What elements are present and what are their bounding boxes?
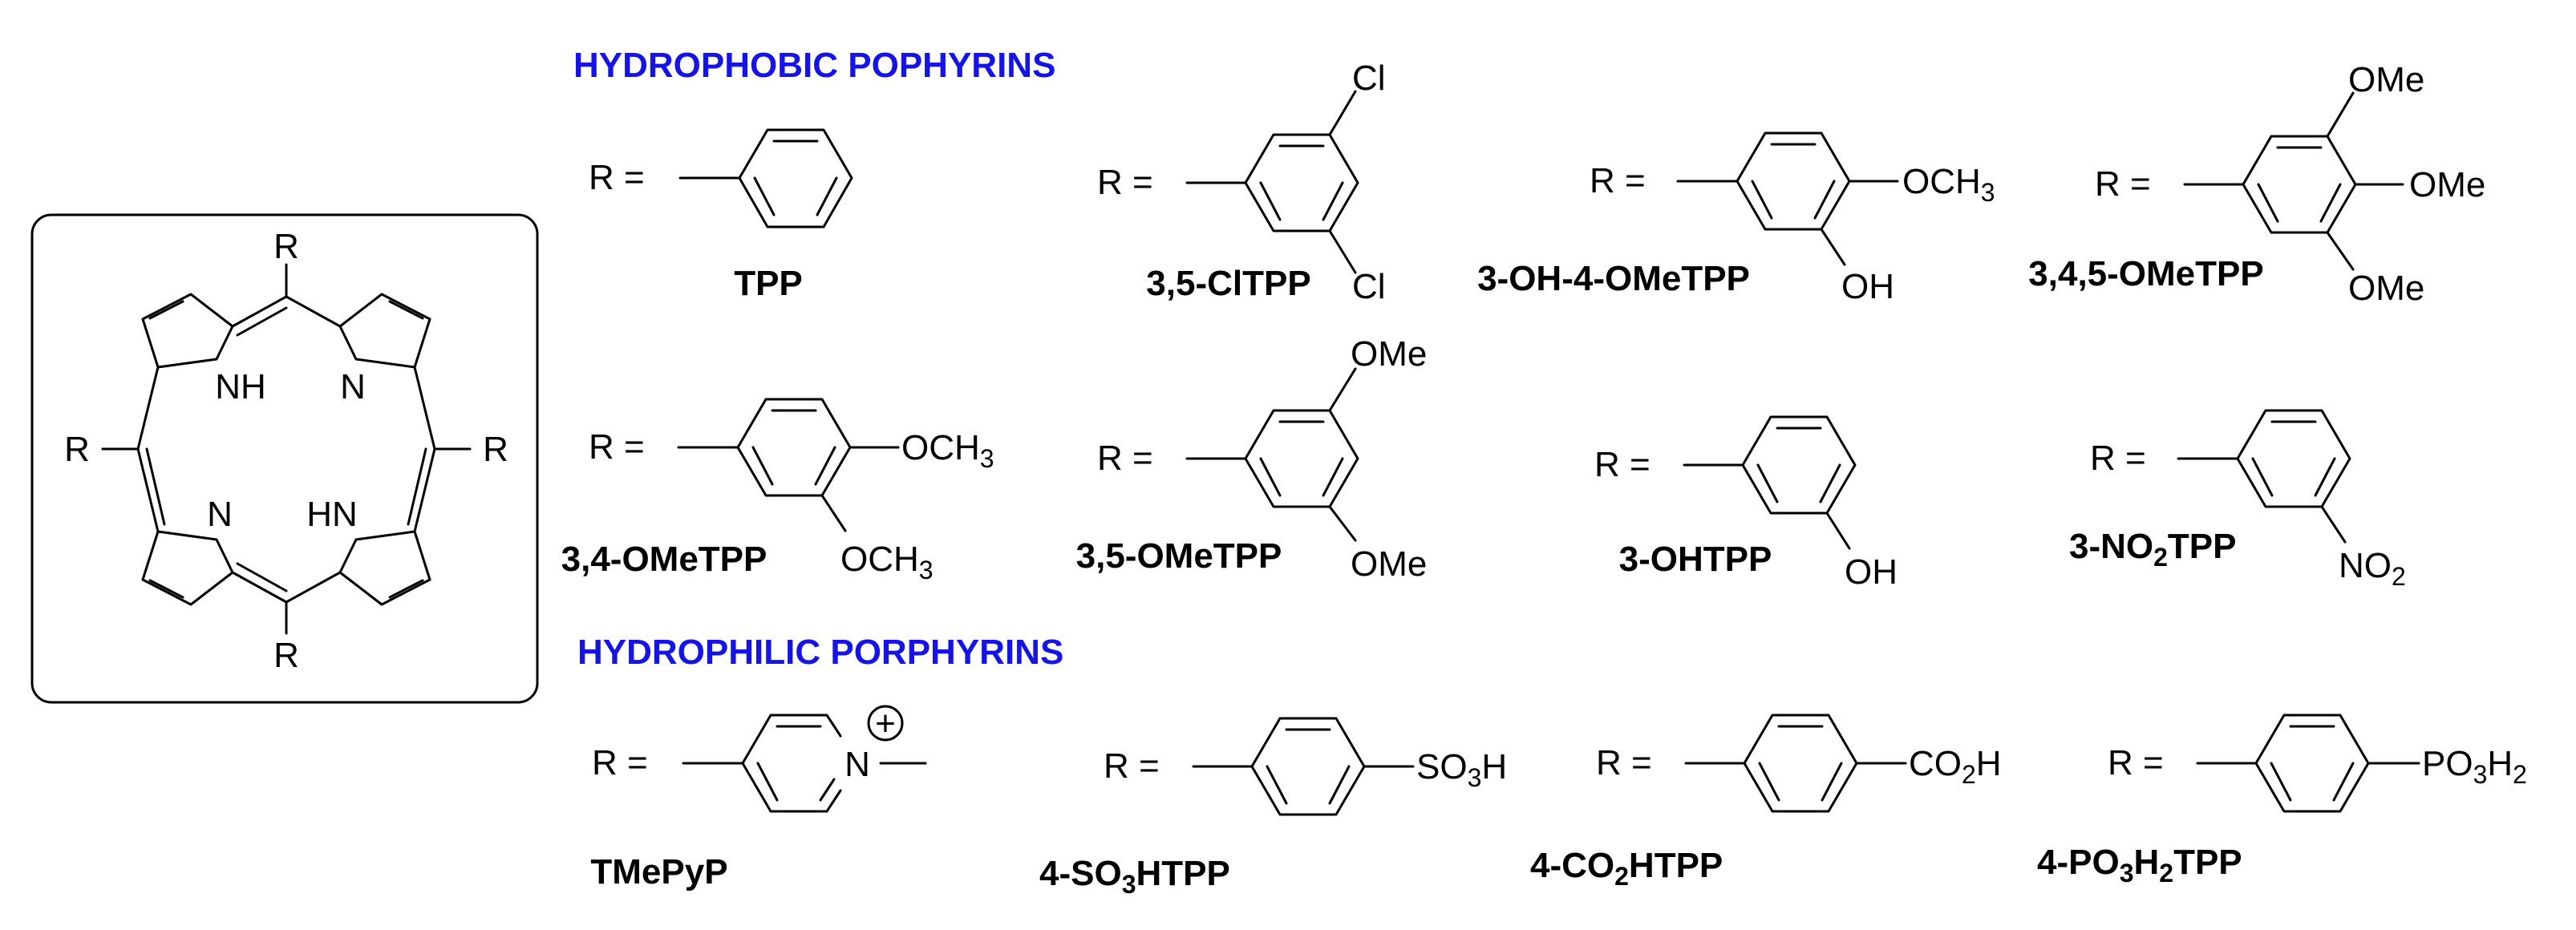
compound-code: 3-OH-4-OMeTPP xyxy=(1477,259,1750,298)
core-r-right: R xyxy=(483,430,508,469)
compound-code: 4-CO2HTPP xyxy=(1530,846,1723,891)
compound-3-5-ometpp: R = OMe OMe 3,5-OMeTPP xyxy=(1076,334,1428,584)
compound-4-co2htpp: R = CO2H 4-CO2HTPP xyxy=(1530,714,2002,891)
methoxy-substituent: OCH3 xyxy=(1902,162,1995,207)
sulfonic-acid-substituent: SO3H xyxy=(1416,747,1507,792)
hydrophobic-heading: HYDROPHOBIC POPHYRINS xyxy=(573,46,1055,85)
methoxy-substituent-top: OMe xyxy=(2348,60,2424,99)
methoxy-substituent-bottom: OMe xyxy=(2348,269,2424,308)
r-equals-label: R = xyxy=(1596,743,1652,782)
hydroxy-substituent: OH xyxy=(1841,267,1894,306)
r-equals-label: R = xyxy=(1097,163,1153,202)
compound-code: TPP xyxy=(734,264,803,303)
hydrophilic-heading: HYDROPHILIC PORPHYRINS xyxy=(577,633,1063,672)
compound-tpp: R = TPP xyxy=(589,128,853,303)
compound-code: 3,5-OMeTPP xyxy=(1076,536,1282,576)
methoxy-substituent-meta: OCH3 xyxy=(840,540,934,584)
chloro-substituent-bottom: Cl xyxy=(1352,267,1386,306)
r-equals-label: R = xyxy=(589,427,645,467)
r-equals-label: R = xyxy=(2090,439,2146,478)
compound-code: 3-NO2TPP xyxy=(2069,527,2237,572)
porphyrin-core: NH N N HN R R R R xyxy=(30,213,539,704)
r-equals-label: R = xyxy=(1097,439,1153,478)
methoxy-substituent-para: OCH3 xyxy=(901,428,994,473)
compound-code: 3-OHTPP xyxy=(1619,540,1772,579)
compound-3-oh-4-ometpp: R = OCH3 OH 3-OH-4-OMeTPP xyxy=(1477,131,1995,306)
compound-code: 4-SO3HTPP xyxy=(1039,854,1230,899)
compound-3-5-cltpp: R = Cl Cl 3,5-ClTPP xyxy=(1097,59,1386,306)
methoxy-substituent-bottom: OMe xyxy=(1351,544,1427,584)
hydroxy-substituent: OH xyxy=(1845,552,1898,592)
charge-circle xyxy=(867,705,904,742)
compound-code: 4-PO3H2TPP xyxy=(2037,843,2242,888)
r-equals-label: R = xyxy=(1590,161,1646,200)
nitro-substituent: NO2 xyxy=(2339,546,2406,591)
phosphonic-acid-substituent: PO3H2 xyxy=(2422,744,2527,789)
core-r-top: R xyxy=(273,227,299,266)
r-equals-label: R = xyxy=(592,743,648,782)
positive-charge-sign: + xyxy=(875,704,896,743)
core-r-left: R xyxy=(64,430,90,469)
r-equals-label: R = xyxy=(1104,746,1160,786)
chloro-substituent-top: Cl xyxy=(1352,59,1386,98)
compound-3-4-ometpp: R = OCH3 OCH3 3,4-OMeTPP xyxy=(561,398,994,584)
core-bonds xyxy=(101,263,472,635)
r-equals-label: R = xyxy=(589,158,645,197)
compound-3-4-5-ometpp: R = OMe OMe OMe 3,4,5-OMeTPP xyxy=(2028,60,2485,308)
carboxylic-acid-substituent: CO2H xyxy=(1909,744,2002,789)
compound-code: TMePyP xyxy=(590,852,727,892)
methoxy-substituent-middle: OMe xyxy=(2409,165,2485,204)
compound-4-po3h2tpp: R = PO3H2 4-PO3H2TPP xyxy=(2037,714,2527,888)
core-n-label-right: N xyxy=(340,367,366,406)
core-nh-label: NH xyxy=(215,367,266,406)
r-equals-label: R = xyxy=(2095,164,2151,204)
r-equals-label: R = xyxy=(2108,743,2164,782)
compound-tmepyp: R = N + TMePyP xyxy=(590,704,927,892)
pyridinium-n-label: N xyxy=(844,745,870,784)
core-frame xyxy=(30,213,539,704)
core-hn-label: HN xyxy=(306,495,358,534)
compound-3-no2tpp: R = NO2 3-NO2TPP xyxy=(2069,409,2406,591)
compound-code: 3,4,5-OMeTPP xyxy=(2028,254,2263,293)
r-equals-label: R = xyxy=(1594,445,1651,484)
core-r-bottom: R xyxy=(273,636,299,675)
compound-code: 3,4-OMeTPP xyxy=(561,540,768,579)
compound-4-so3htpp: R = SO3H 4-SO3HTPP xyxy=(1039,717,1507,899)
compound-code: 3,5-ClTPP xyxy=(1146,264,1310,303)
core-n-label-left: N xyxy=(207,495,233,534)
methoxy-substituent-top: OMe xyxy=(1351,334,1427,374)
compound-3-ohtpp: R = OH 3-OHTPP xyxy=(1594,415,1898,592)
